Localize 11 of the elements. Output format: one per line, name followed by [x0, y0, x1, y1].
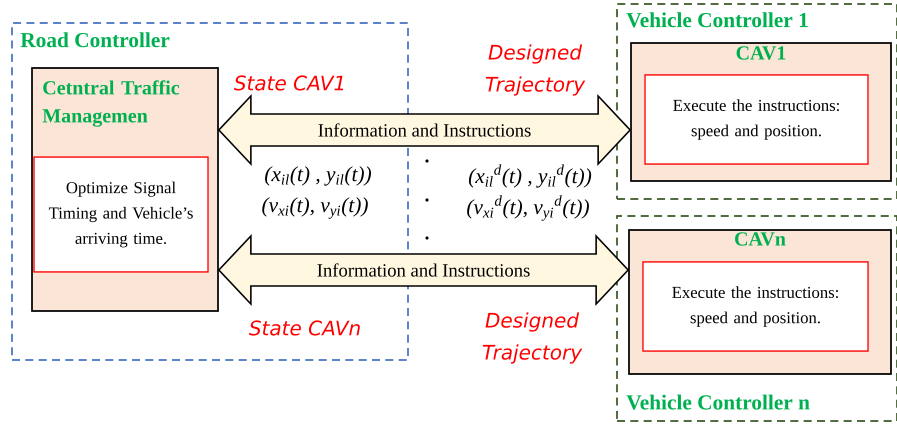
task-box: Execute the instructions: speed and position.	[642, 261, 869, 352]
task-box: Optimize Signal Timing and Vehicle’s arriving time.	[33, 156, 209, 273]
formula-label: (v$_{xi}$(t), v$_{yi}$(t))	[262, 197, 368, 219]
formula-label: (x$_{il}$(t) , y$_{il}$(t))	[265, 166, 372, 186]
trajectory-label: Designed Trajectory	[486, 44, 586, 96]
state-label: State CAVn	[248, 320, 360, 336]
task-box: Execute the instructions: speed and position.	[644, 74, 869, 165]
state-label: State CAV1	[234, 75, 344, 91]
trajectory-label: Designed Trajectory	[482, 312, 582, 364]
formula-label: (x$_{il}$$^{d}$(t) , y$_{il}$$^{d}$(t))	[468, 164, 592, 188]
formula-label: (v$_{xi}$$^{d}$(t), v$_{yi}$$^{d}$(t))	[467, 195, 589, 221]
